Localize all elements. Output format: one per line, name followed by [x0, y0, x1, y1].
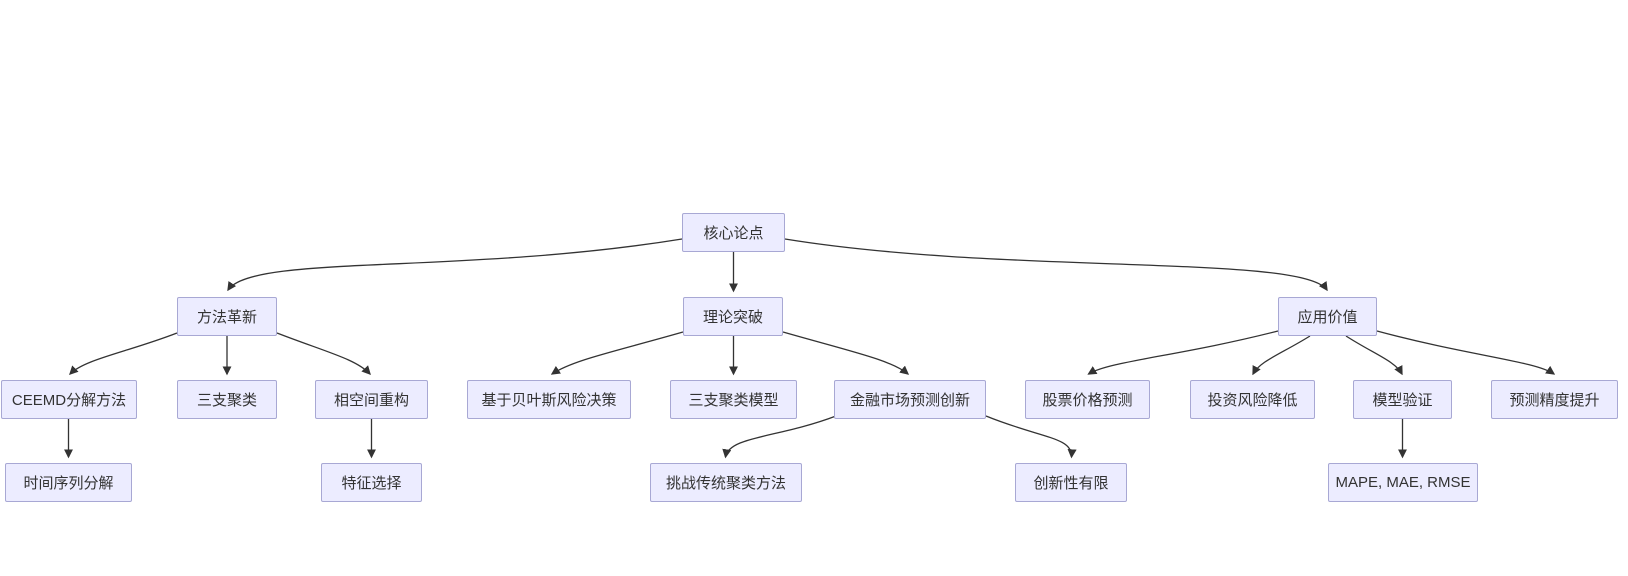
node-theory: 理论突破 [683, 297, 783, 336]
node-three-way-model: 三支聚类模型 [670, 380, 797, 419]
node-three-way-clustering: 三支聚类 [177, 380, 277, 419]
edge-theory-bayes [550, 331, 684, 375]
node-feature-selection: 特征选择 [321, 463, 422, 502]
edge-theory-fininnov [782, 331, 910, 375]
edge-application-accuracy [1376, 330, 1556, 375]
edge-method-phasespace [276, 332, 371, 375]
node-phase-space: 相空间重构 [315, 380, 428, 419]
node-risk-reduction: 投资风险降低 [1190, 380, 1315, 419]
edge-method-ceemd [69, 332, 178, 375]
node-bayes-risk: 基于贝叶斯风险决策 [467, 380, 631, 419]
node-method: 方法革新 [177, 297, 277, 336]
node-application: 应用价值 [1278, 297, 1377, 336]
edge-root-method [227, 238, 683, 292]
edge-application-risk [1252, 335, 1311, 376]
edge-application-validation [1345, 335, 1403, 376]
node-time-series-decomp: 时间序列分解 [5, 463, 132, 502]
node-challenge-traditional: 挑战传统聚类方法 [650, 463, 802, 502]
edge-fininnov-limited [985, 415, 1077, 459]
node-root: 核心论点 [682, 213, 785, 252]
node-metrics: MAPE, MAE, RMSE [1328, 463, 1478, 502]
node-financial-innovation: 金融市场预测创新 [834, 380, 986, 419]
edge-root-application [784, 238, 1328, 292]
node-ceemd: CEEMD分解方法 [1, 380, 137, 419]
node-accuracy-improvement: 预测精度提升 [1491, 380, 1618, 419]
node-stock-prediction: 股票价格预测 [1025, 380, 1150, 419]
edge-fininnov-challenge [722, 415, 837, 459]
edge-application-stock [1087, 330, 1279, 375]
node-model-validation: 模型验证 [1353, 380, 1452, 419]
node-limited-novelty: 创新性有限 [1015, 463, 1127, 502]
